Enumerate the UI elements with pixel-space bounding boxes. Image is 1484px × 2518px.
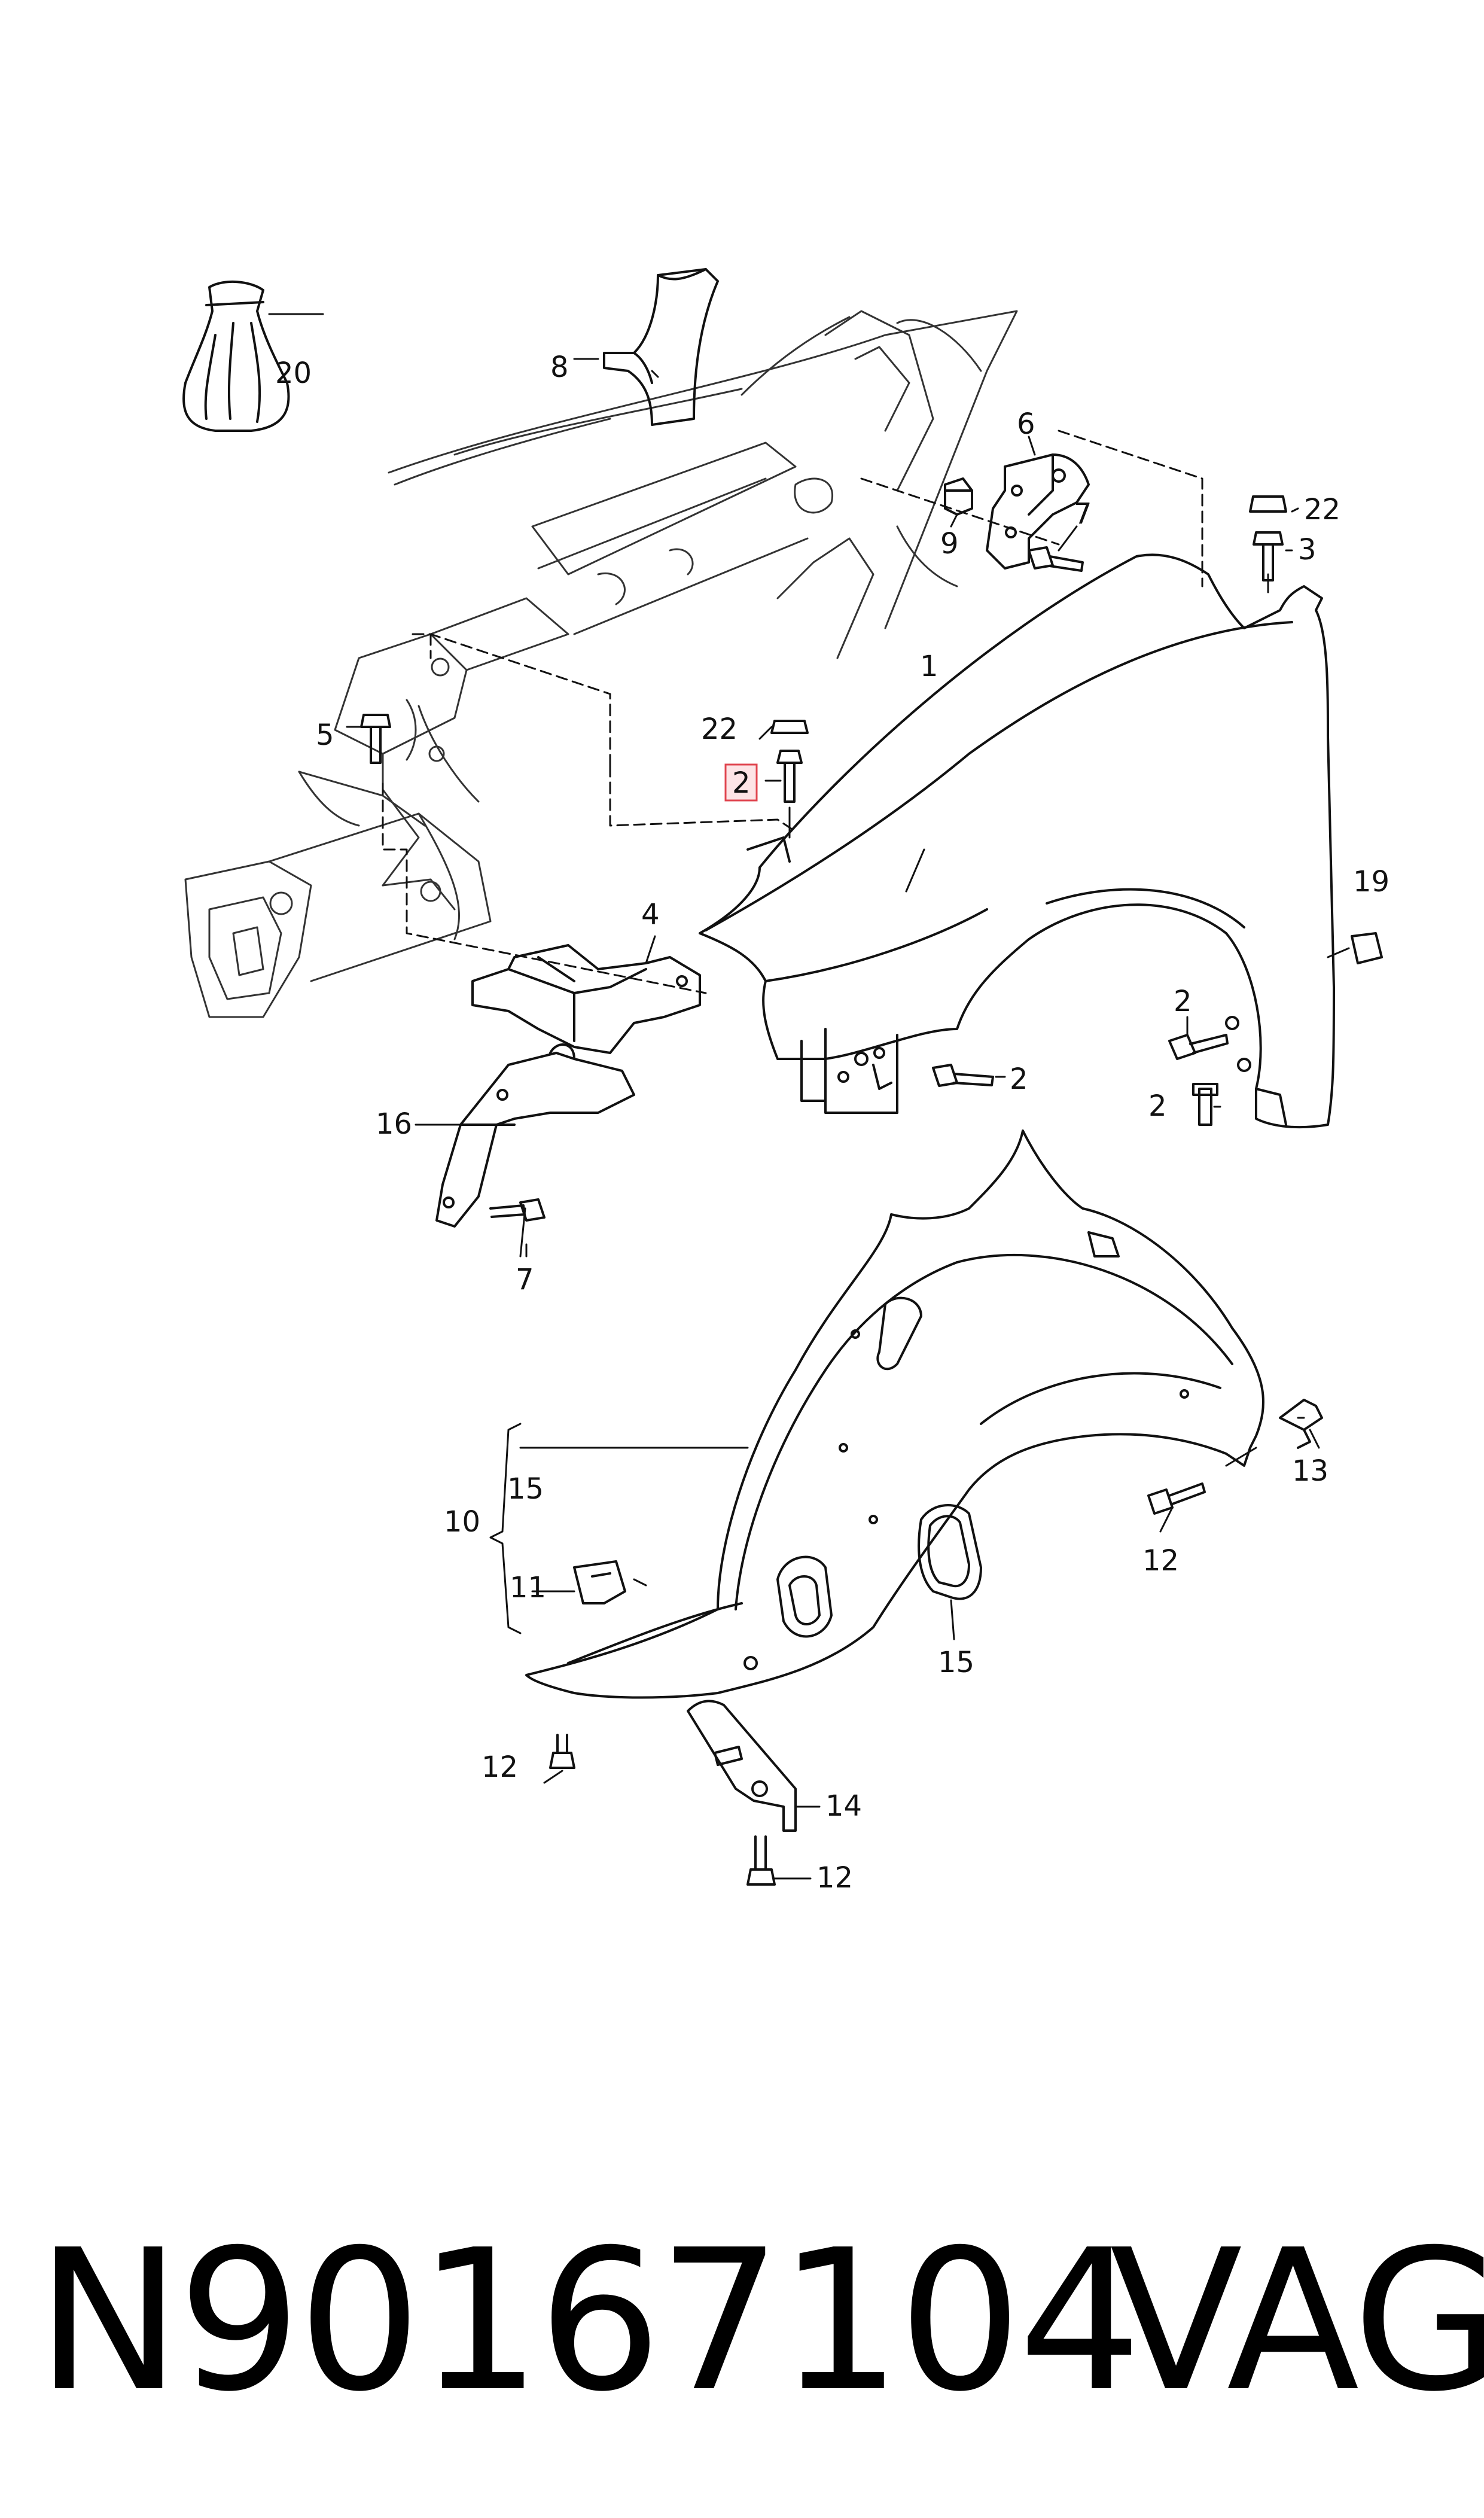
- brand-name: VAG: [1110, 2208, 1484, 2434]
- part-4-bracket: [471, 944, 701, 1054]
- callout-14: 14: [825, 1789, 862, 1823]
- part-16-bracket: [435, 1043, 635, 1228]
- callout-2-hinge: 2: [1010, 1062, 1028, 1096]
- callout-8: 8: [550, 351, 569, 384]
- callouts: 1 2 2 2 2 3 4 5 6 7 7 8 9 10 11 12 12 12…: [275, 351, 1389, 1895]
- callout-12-right: 12: [1142, 1544, 1179, 1578]
- part-6-bracket: [986, 453, 1090, 570]
- callout-2-highlighted: 2: [732, 766, 751, 800]
- callout-2-arch-b: 2: [1148, 1089, 1167, 1123]
- part-10-arch-liner: [525, 1129, 1264, 1699]
- callout-12-bottom: 12: [816, 1861, 853, 1895]
- highlight-box: [724, 763, 758, 802]
- callout-4: 4: [641, 898, 660, 931]
- callout-6: 6: [1017, 407, 1035, 441]
- callout-9: 9: [940, 527, 959, 561]
- callout-11: 11: [510, 1571, 546, 1604]
- part-1-fender: [699, 553, 1335, 1129]
- callout-13: 13: [1292, 1454, 1328, 1488]
- callout-22-mid: 22: [701, 713, 738, 746]
- liner-bracket: [489, 1423, 749, 1634]
- callout-16: 16: [376, 1107, 412, 1141]
- callout-7-top: 7: [1074, 497, 1092, 531]
- bolts: [360, 495, 1383, 1886]
- callout-3: 3: [1298, 533, 1317, 567]
- part-15-seal: [918, 1504, 982, 1600]
- callout-19: 19: [1353, 865, 1389, 899]
- callout-15-bracket: 15: [507, 1472, 544, 1506]
- callout-5: 5: [316, 718, 334, 752]
- part-number: N90167104: [36, 2208, 1142, 2434]
- part-14-strap: [687, 1700, 797, 1832]
- callout-1: 1: [920, 650, 938, 683]
- callout-7-bottom: 7: [516, 1263, 534, 1296]
- callout-20: 20: [275, 357, 312, 390]
- callout-15-seal: 15: [938, 1646, 974, 1679]
- part-8-trim: [603, 268, 719, 426]
- part-9-nut: [944, 477, 973, 516]
- callout-12-left: 12: [482, 1750, 518, 1784]
- part-20-boot: [182, 280, 290, 432]
- callout-2-arch-a: 2: [1174, 985, 1192, 1018]
- body-structure: [184, 310, 1018, 1018]
- callout-22-top: 22: [1304, 493, 1340, 526]
- leader-lines: [268, 313, 1350, 1880]
- part-13-rivet: [1279, 1399, 1323, 1449]
- part-11-clip: [573, 1560, 626, 1604]
- callout-10: 10: [444, 1505, 480, 1539]
